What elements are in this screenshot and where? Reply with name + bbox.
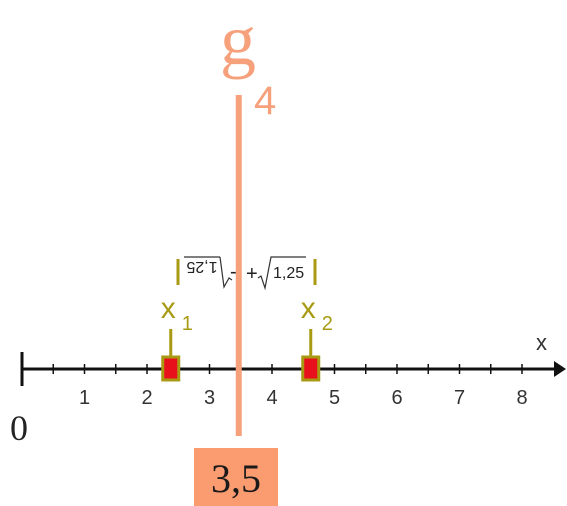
tick-label-5: 5 [329,387,340,409]
value-box-label: 3,5 [211,456,261,501]
root-label-subscript: 1 [182,313,193,335]
right-radical-sign [257,256,306,291]
line-name-letter: g [220,0,256,80]
right-sign: + [246,263,258,285]
tick-label-3: 3 [204,387,215,409]
left-radicand: 1,25 [186,258,217,275]
tick-label-7: 7 [454,387,465,409]
axis-arrow [554,361,566,377]
tick-labels: 1 2 3 4 5 6 7 8 [79,387,528,409]
tick-label-8: 8 [516,387,527,409]
vertical-line-g4: g 4 [220,0,276,436]
root-label-letter: x [301,292,316,325]
value-box-background [194,448,278,506]
root-label-subscript: 2 [322,313,333,335]
right-radicand: 1,25 [273,265,304,282]
origin-label: 0 [10,408,28,448]
root-marker [161,355,181,382]
x-axis: 1 2 3 4 5 6 7 8 x 0 [10,330,566,448]
line-name-subscript: 4 [254,79,276,123]
tick-label-4: 4 [266,387,277,409]
root-marker [301,355,321,382]
root-formula: 1,25 - + 1,25 [176,256,317,291]
root-label-letter: x [161,292,176,325]
tick-label-2: 2 [141,387,152,409]
tick-label-6: 6 [391,387,402,409]
tick-label-1: 1 [79,387,90,409]
left-sign: - [230,261,237,283]
axis-variable-label: x [536,330,547,355]
line-value-box: 3,5 [194,448,278,506]
left-radical-sign [219,256,233,289]
